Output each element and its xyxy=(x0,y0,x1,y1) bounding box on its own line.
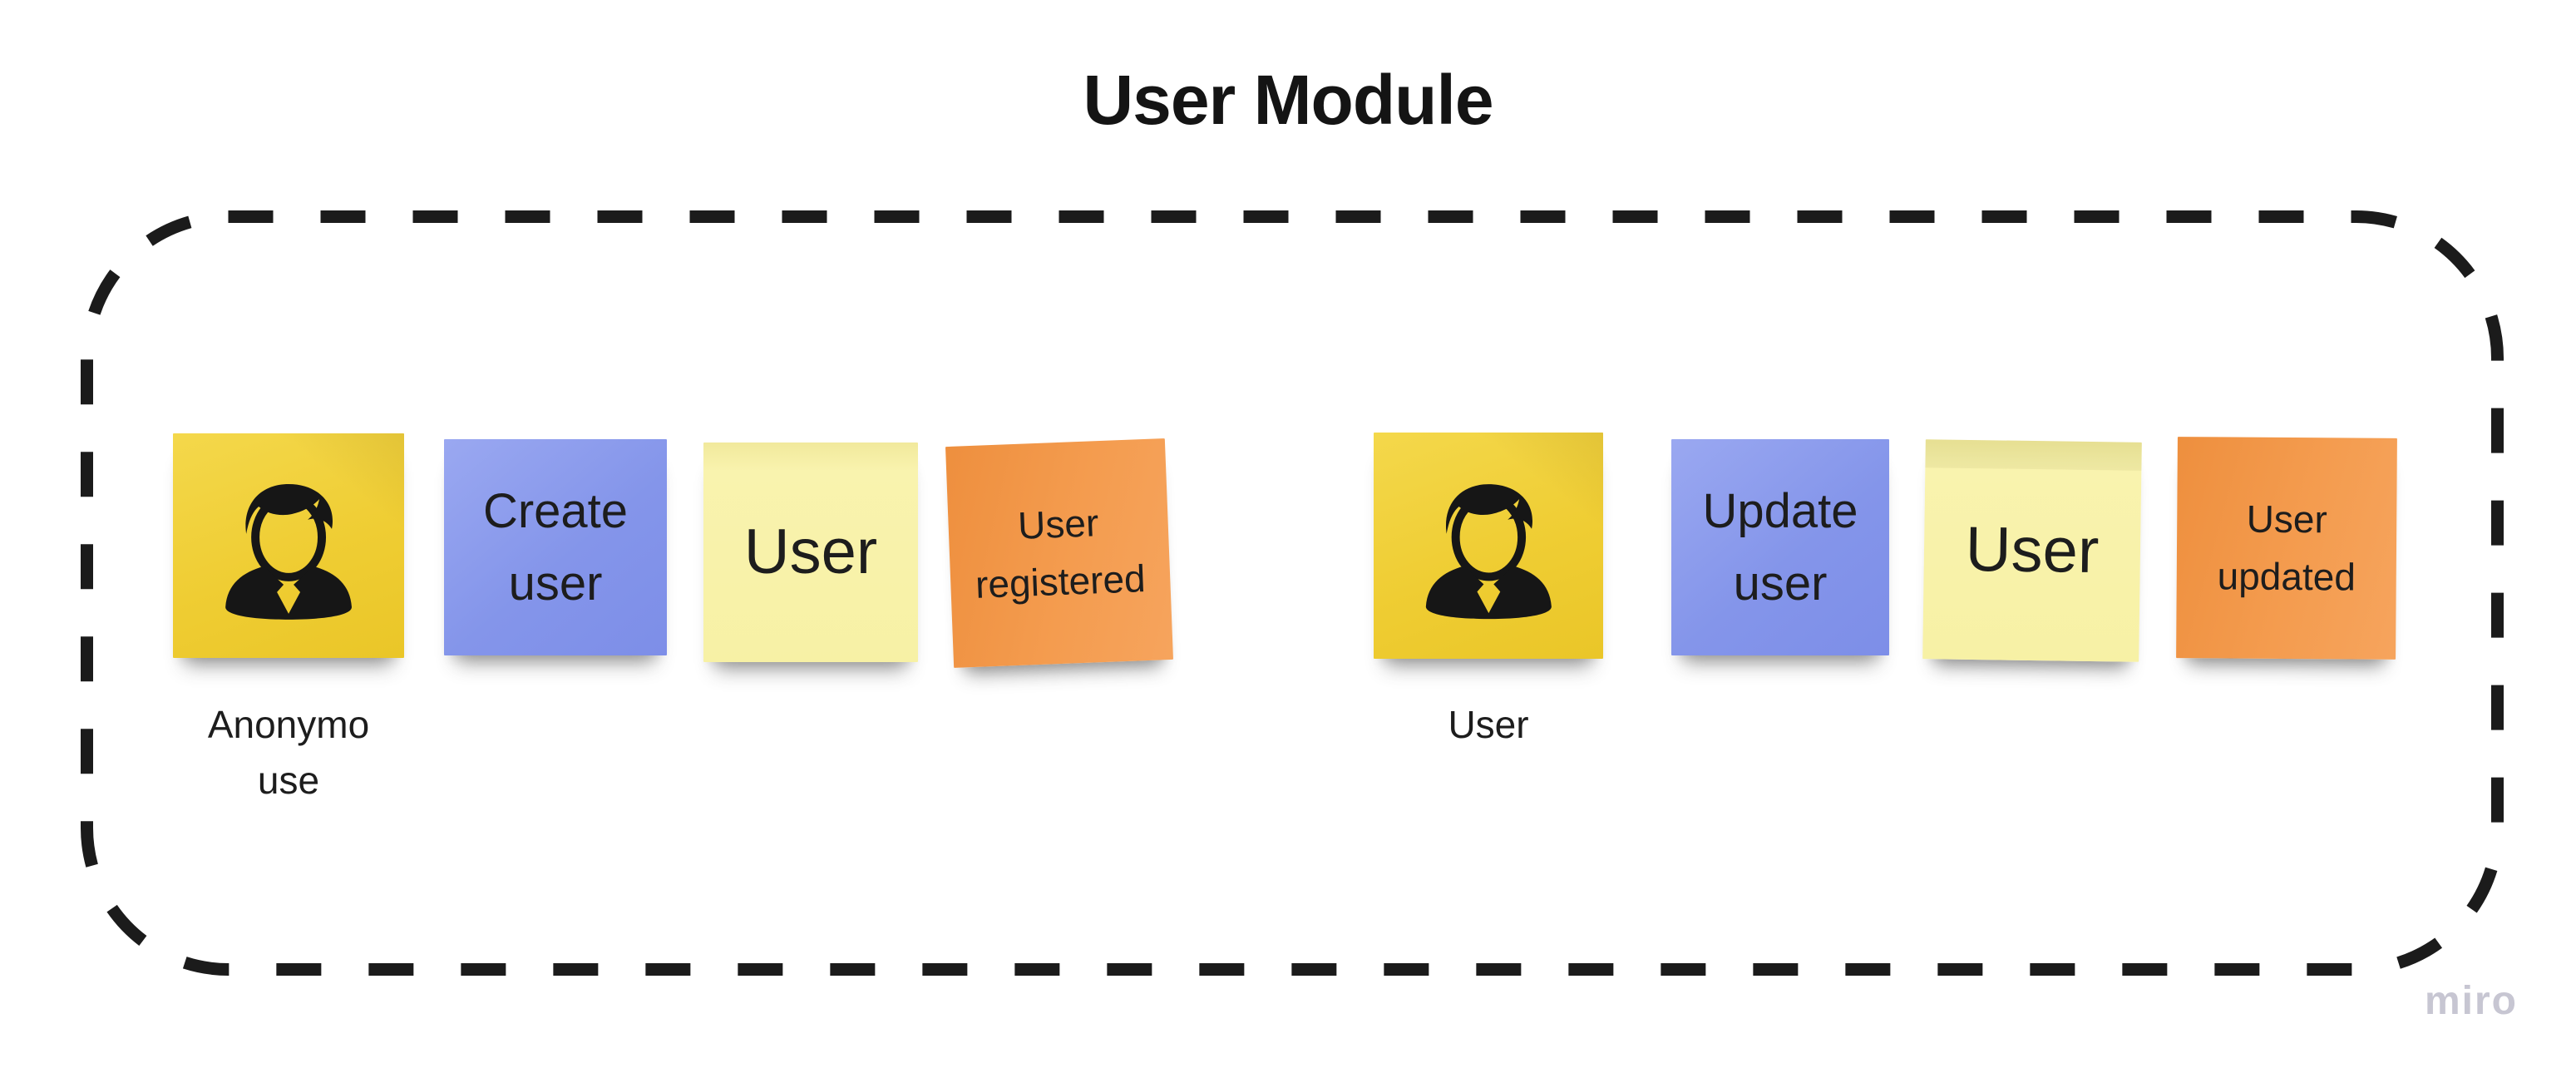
note-text-line: User xyxy=(743,517,878,588)
note-text: User xyxy=(1965,513,2100,588)
module-boundary-dashed-frame xyxy=(81,210,2504,976)
note-text-line: updated xyxy=(2217,554,2356,599)
note-text-line: registered xyxy=(975,556,1147,606)
note-text-line: User xyxy=(1965,514,2100,587)
actor-label-line: use xyxy=(257,758,320,802)
note-text-line: User xyxy=(2246,497,2327,541)
note-text-line: user xyxy=(508,556,603,611)
note-text: Create user xyxy=(483,475,628,620)
note-text: User xyxy=(744,516,877,588)
note-text: User registered xyxy=(972,492,1147,614)
sticky-note-user-entity-1[interactable]: User xyxy=(703,443,918,662)
note-text-line: User xyxy=(1017,501,1100,547)
note-text-line: Create xyxy=(482,484,629,538)
person-icon xyxy=(225,483,352,620)
note-text-line: user xyxy=(1733,556,1828,611)
note-text: User updated xyxy=(2217,490,2356,606)
actor-label-anonymous-user[interactable]: Anonymo use xyxy=(122,697,455,808)
sticky-note-user-entity-2[interactable]: User xyxy=(1922,439,2142,662)
sticky-note-user-updated[interactable]: User updated xyxy=(2176,437,2397,660)
actor-label-user[interactable]: User xyxy=(1322,697,1655,753)
note-text-line: Update xyxy=(1702,484,1858,538)
sticky-note-update-user[interactable]: Update user xyxy=(1671,439,1889,655)
page-title[interactable]: User Module xyxy=(1083,61,1493,139)
miro-logo-watermark: miro xyxy=(2424,979,2518,1023)
actor-label-line: Anonymo xyxy=(207,703,370,746)
sticky-note-actor-user[interactable] xyxy=(1374,433,1603,659)
note-text: Update user xyxy=(1702,475,1858,620)
sticky-note-user-registered[interactable]: User registered xyxy=(945,438,1174,668)
actor-label-line: User xyxy=(1448,703,1529,746)
sticky-note-actor-anonymous[interactable] xyxy=(173,433,404,658)
person-icon xyxy=(1425,484,1552,619)
sticky-note-create-user[interactable]: Create user xyxy=(444,439,667,655)
